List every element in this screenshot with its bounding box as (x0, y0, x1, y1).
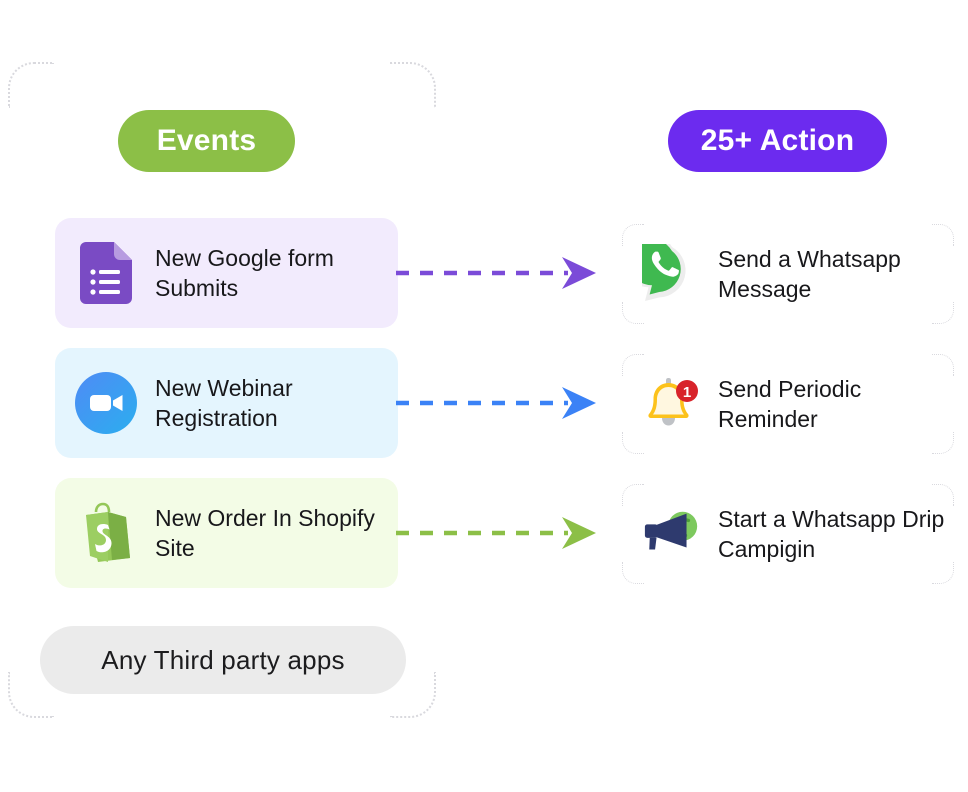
event-card-label: New Order In Shopify Site (155, 504, 375, 561)
actions-badge: 25+ Action (668, 110, 887, 172)
third-party-apps-label: Any Third party apps (101, 644, 345, 675)
action-corner-bottom-right (932, 302, 954, 324)
action-corner-bottom-right (932, 562, 954, 584)
action-corner-top-left (622, 354, 644, 376)
shopify-bag-icon (75, 502, 137, 564)
arrow-google-form-to-whatsapp (396, 253, 602, 293)
events-badge-label: Events (156, 124, 257, 157)
action-item-whatsapp-message[interactable]: Send a Whatsapp Message (620, 218, 956, 330)
arrow-shopify-to-campaign (396, 513, 602, 553)
actions-badge-label: 25+ Action (700, 124, 855, 157)
action-item-periodic-reminder[interactable]: 1 Send Periodic Reminder (620, 348, 956, 460)
event-card-shopify[interactable]: New Order In Shopify Site (55, 478, 398, 588)
action-corner-bottom-left (622, 432, 644, 454)
bell-badge-count: 1 (683, 384, 691, 401)
arrow-webinar-to-reminder (396, 383, 602, 423)
megaphone-icon (642, 504, 702, 564)
action-corner-top-left (622, 484, 644, 506)
event-card-label: New Google form Submits (155, 244, 334, 301)
action-corner-bottom-left (622, 302, 644, 324)
event-card-webinar[interactable]: New Webinar Registration (55, 348, 398, 458)
events-badge: Events (118, 110, 295, 172)
panel-corner-top-left (8, 62, 54, 108)
event-card-google-form[interactable]: New Google form Submits (55, 218, 398, 328)
action-item-drip-campaign[interactable]: Start a Whatsapp Drip Campigin (620, 478, 956, 590)
action-item-label: Start a Whatsapp Drip Campigin (718, 505, 945, 562)
action-corner-bottom-right (932, 432, 954, 454)
whatsapp-icon (642, 244, 702, 304)
bell-notification-icon: 1 (642, 374, 702, 434)
action-item-label: Send a Whatsapp Message (718, 245, 901, 302)
action-item-label: Send Periodic Reminder (718, 375, 862, 432)
event-card-label: New Webinar Registration (155, 374, 293, 431)
zoom-video-icon (75, 372, 137, 434)
third-party-apps-pill[interactable]: Any Third party apps (40, 626, 406, 694)
action-corner-top-left (622, 224, 644, 246)
panel-corner-top-right (390, 62, 436, 108)
action-corner-bottom-left (622, 562, 644, 584)
google-forms-icon (75, 242, 137, 304)
